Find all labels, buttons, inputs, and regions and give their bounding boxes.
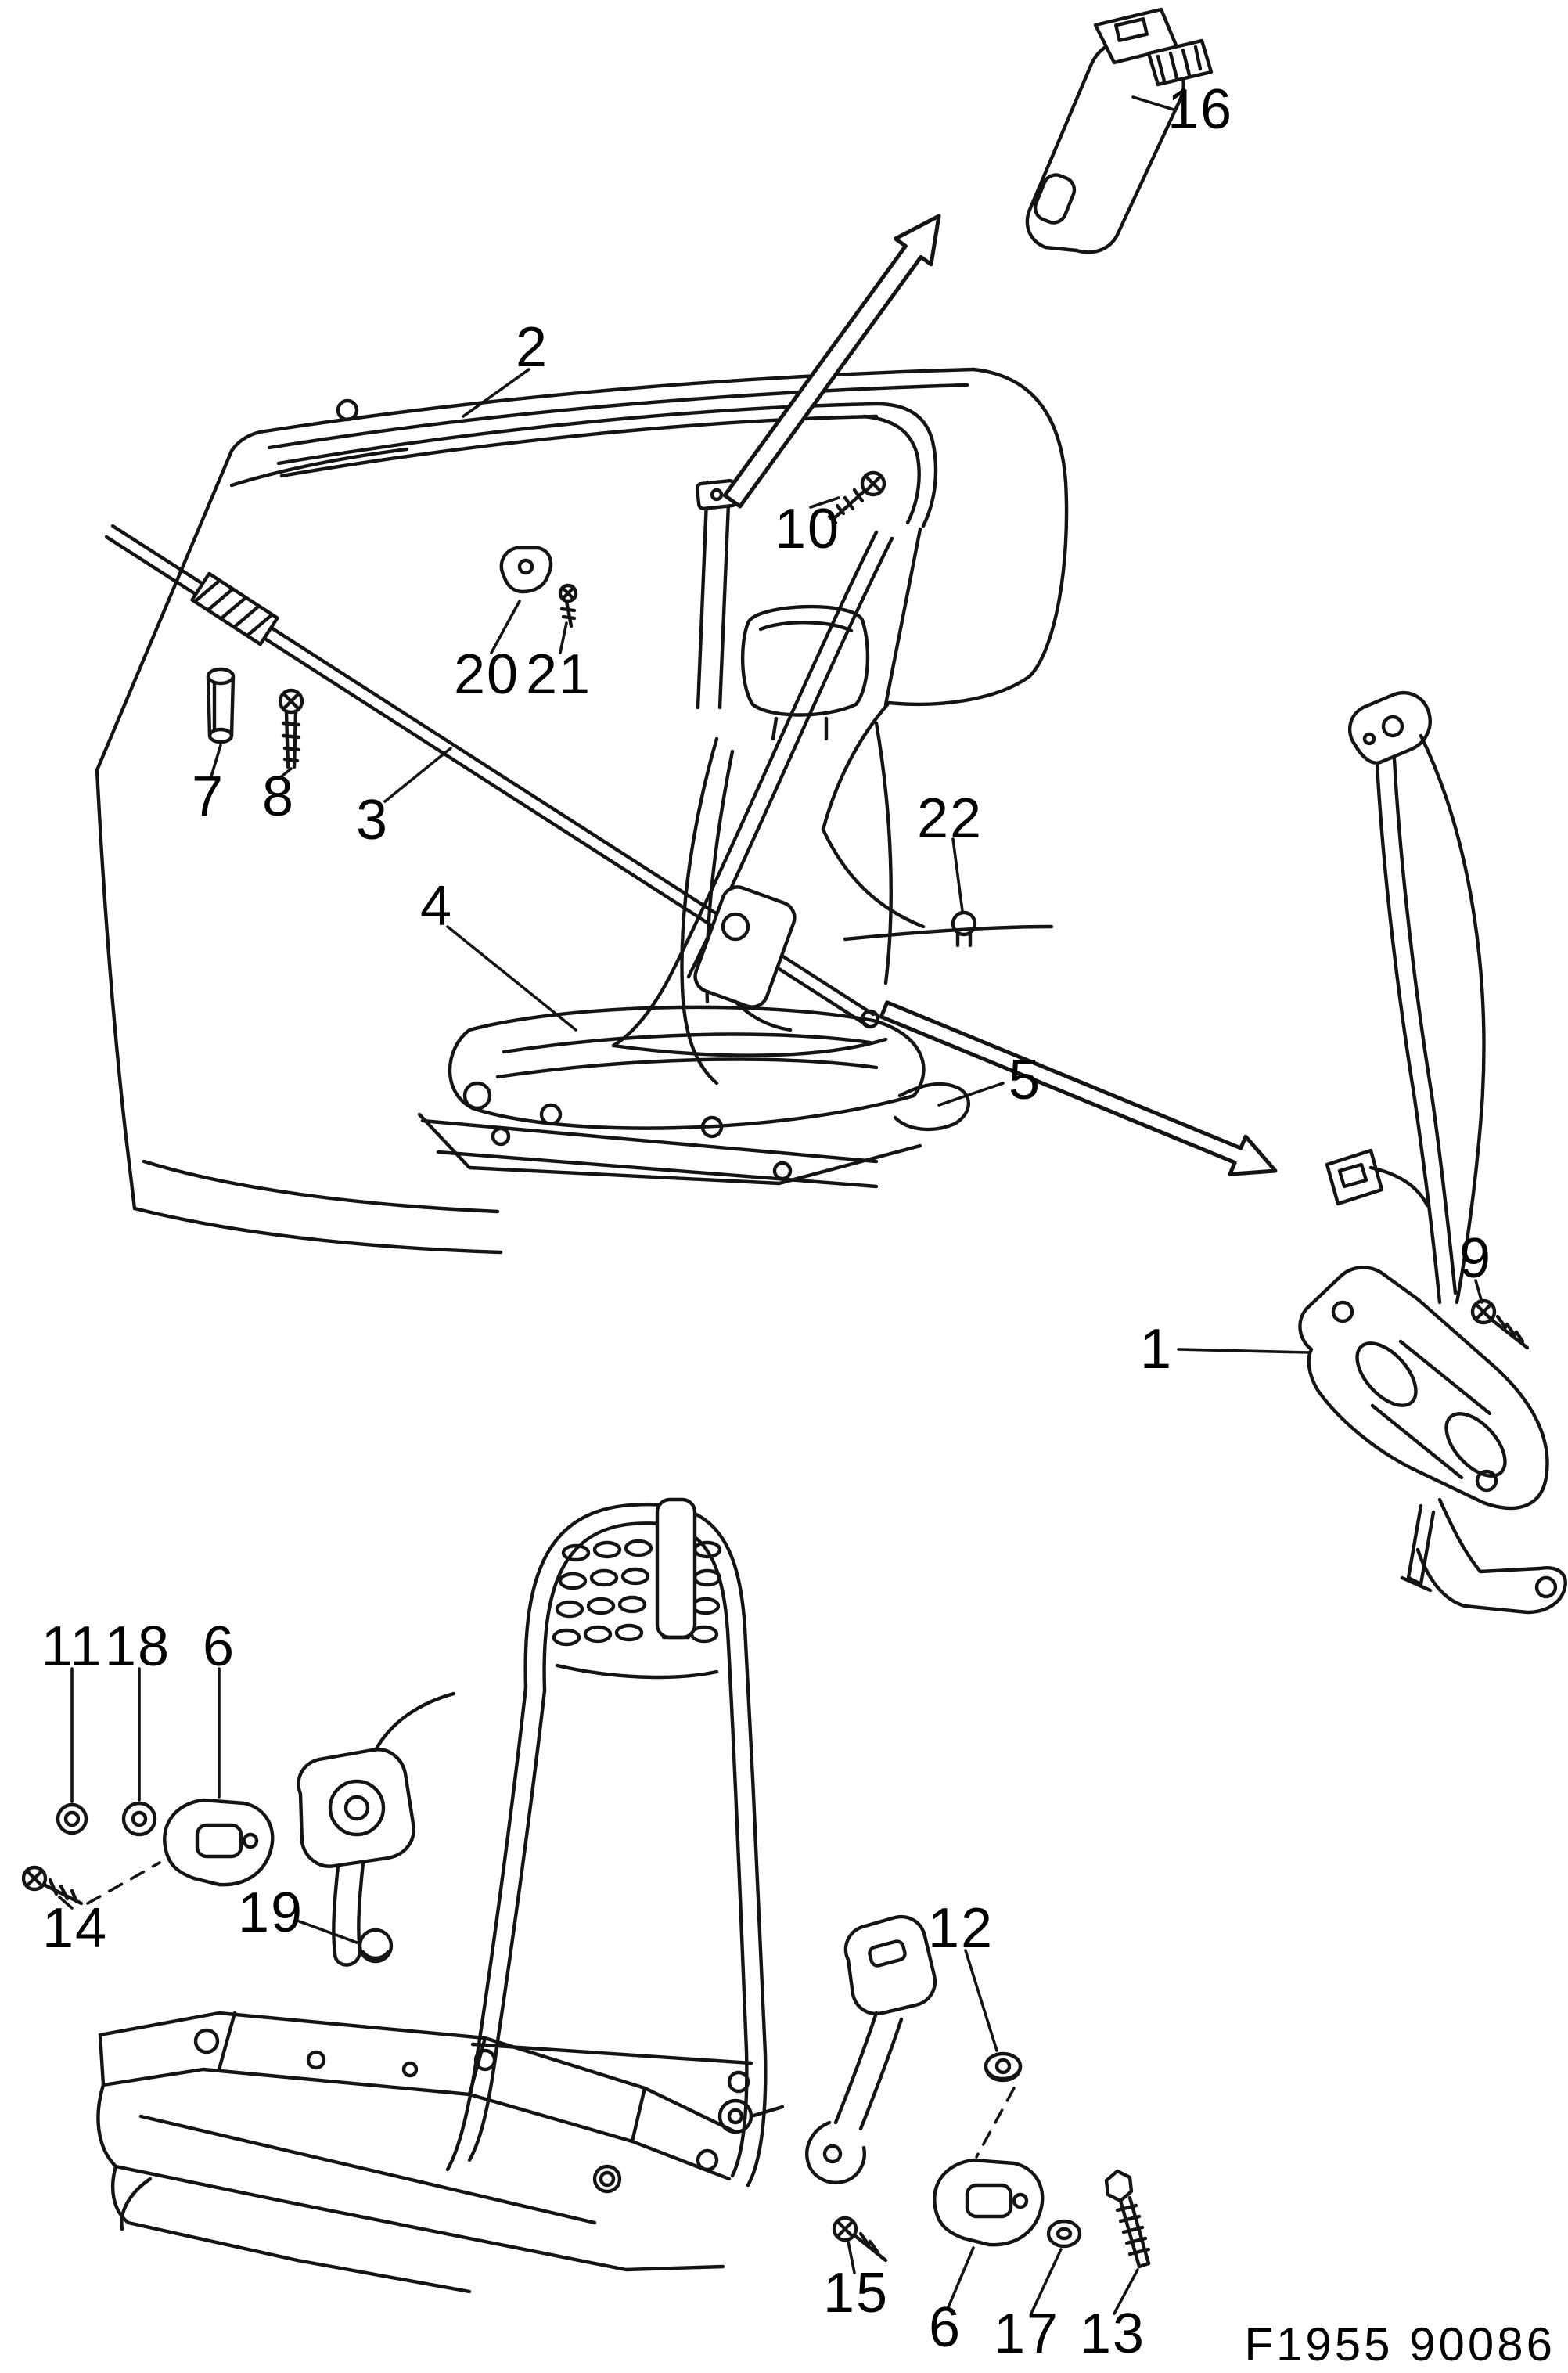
screw-9 xyxy=(1470,1298,1530,1350)
leader-lines xyxy=(58,95,1483,2315)
arrow-to-carrier xyxy=(722,214,941,509)
part-number-callout-2: 2 xyxy=(515,315,549,379)
screw-15 xyxy=(832,2216,888,2263)
part-number-callout-3: 3 xyxy=(355,787,390,852)
anchor-plate-6b xyxy=(933,2158,1045,2247)
car-interior-outline xyxy=(95,367,1069,1255)
part-number-callout-8: 8 xyxy=(261,764,296,828)
nut-12 xyxy=(984,2051,1023,2083)
part-number-callout-7: 7 xyxy=(191,764,225,828)
seat-belt-webbing xyxy=(611,527,922,1057)
screw-21 xyxy=(558,583,578,628)
belt-guide xyxy=(893,1082,970,1132)
part-number-callout-1: 1 xyxy=(1139,1316,1174,1381)
rail-anchor-hatch xyxy=(190,571,279,646)
arrow-to-retractor xyxy=(879,1000,1278,1176)
part-number-callout-12: 12 xyxy=(927,1896,994,1960)
part-number-callout-13: 13 xyxy=(1079,2301,1146,2365)
seat-base-frame xyxy=(96,2011,785,2294)
screw-10 xyxy=(827,470,886,525)
part-number-callout-21: 21 xyxy=(525,642,592,706)
screw-14 xyxy=(21,1865,84,1906)
retractor-assembly-detail xyxy=(1298,691,1567,1615)
assembly-dashed-lines xyxy=(86,1861,1016,2159)
washer-17 xyxy=(1046,2219,1082,2249)
figure-code: F1955 90086 xyxy=(1244,2320,1555,2371)
part-number-callout-17: 17 xyxy=(993,2301,1060,2365)
anchor-carrier-16 xyxy=(1025,7,1214,254)
part-number-callout-16: 16 xyxy=(1167,77,1234,141)
bracket-20 xyxy=(499,546,553,594)
part-number-callout-10: 10 xyxy=(774,496,841,560)
screw-8 xyxy=(278,688,304,769)
bolt-13 xyxy=(1104,2169,1151,2269)
part-number-callout-11: 11 xyxy=(41,1614,103,1678)
part-number-callout-9: 9 xyxy=(1458,1226,1493,1290)
cap-19 xyxy=(358,1928,394,1964)
part-number-callout-20: 20 xyxy=(453,642,520,706)
part-number-callout-14: 14 xyxy=(41,1896,109,1960)
front-seat xyxy=(417,604,926,1189)
part-number-callout-18: 18 xyxy=(104,1614,171,1678)
part-number-callout-4: 4 xyxy=(419,873,454,938)
part-number-callout-6: 6 xyxy=(202,1614,236,1678)
part-number-callout-22: 22 xyxy=(916,786,984,850)
sleeve-7 xyxy=(206,667,236,744)
part-number-callout-15: 15 xyxy=(822,2260,890,2324)
clip-22 xyxy=(843,910,1054,948)
anchor-plate-6 xyxy=(163,1798,275,1887)
nut-11 xyxy=(56,1802,88,1835)
backrest-retractor xyxy=(297,1691,456,1967)
part-number-callout-19: 19 xyxy=(237,1880,304,1944)
seat-frame-backrest xyxy=(445,1497,768,2188)
washer-18 xyxy=(121,1801,157,1837)
part-number-callout-6: 6 xyxy=(928,2295,962,2359)
belt-receptacle xyxy=(805,1914,937,2184)
part-number-callout-5: 5 xyxy=(1008,1047,1042,1111)
